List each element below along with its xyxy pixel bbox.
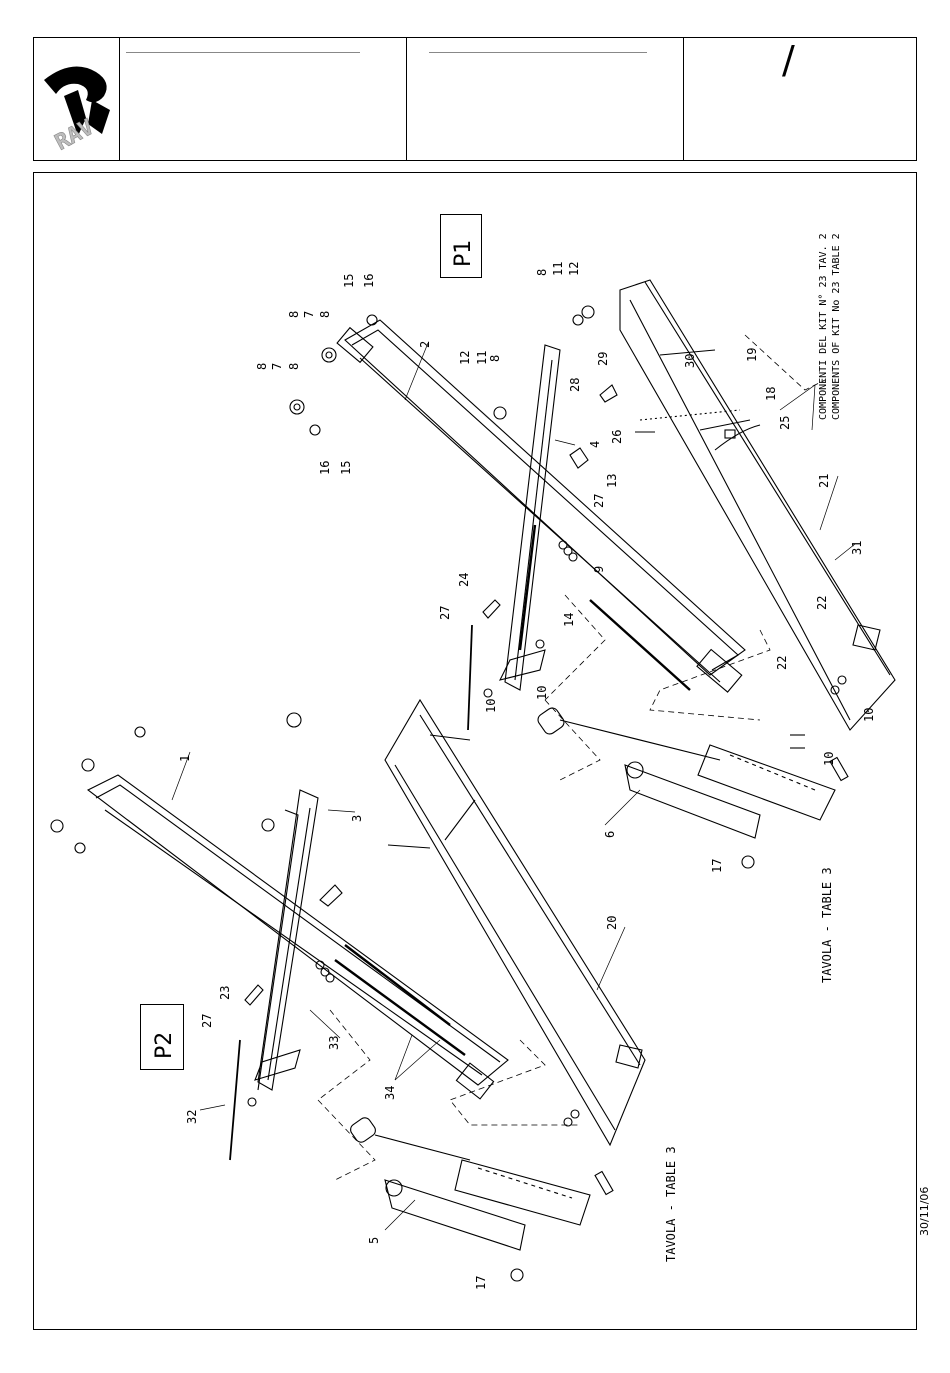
callout-33: 33 <box>327 1036 341 1050</box>
callout-7: 7 <box>270 363 284 370</box>
callout-4: 4 <box>588 441 602 448</box>
callout-14: 14 <box>562 613 576 627</box>
callout-2: 2 <box>418 341 432 348</box>
assembly-guides-p1 <box>545 335 825 780</box>
callout-12a: 12 <box>458 351 472 365</box>
callout-17b: 17 <box>474 1276 488 1290</box>
callout-8f: 8 <box>535 269 549 276</box>
callout-23: 23 <box>218 986 232 1000</box>
callout-17a: 17 <box>710 859 724 873</box>
callout-18: 18 <box>764 387 778 401</box>
callout-32: 32 <box>185 1110 199 1124</box>
callout-10b: 10 <box>535 686 549 700</box>
callout-16b: 16 <box>362 274 376 288</box>
p1-label-box: P1 <box>440 214 482 278</box>
callout-21: 21 <box>817 474 831 488</box>
callout-7b: 7 <box>302 311 316 318</box>
callout-11b: 11 <box>551 262 565 276</box>
callout-15b: 15 <box>342 274 356 288</box>
callout-19: 19 <box>745 348 759 362</box>
callout-10d: 10 <box>862 708 876 722</box>
callout-30: 30 <box>683 354 697 368</box>
callout-25: 25 <box>778 416 792 430</box>
callout-12b: 12 <box>567 262 581 276</box>
table-reference-p1: TAVOLA - TABLE 3 <box>820 867 834 983</box>
table-reference-p2: TAVOLA - TABLE 3 <box>664 1146 678 1262</box>
callout-20: 20 <box>605 916 619 930</box>
callout-26: 26 <box>610 430 624 444</box>
callout-8b: 8 <box>287 363 301 370</box>
revision-date: 30/11/06 <box>918 1187 931 1236</box>
callout-5: 5 <box>367 1237 381 1244</box>
callout-16a: 16 <box>318 461 332 475</box>
p1-label: P1 <box>451 240 476 267</box>
callout-10a: 10 <box>484 699 498 713</box>
callout-6: 6 <box>603 831 617 838</box>
p2-small-parts <box>51 713 579 1160</box>
p2-label-box: P2 <box>140 1004 184 1070</box>
callout-22a: 22 <box>775 656 789 670</box>
callout-1: 1 <box>178 755 192 762</box>
callout-3: 3 <box>350 815 364 822</box>
callout-27c: 27 <box>200 1014 214 1028</box>
callout-34: 34 <box>383 1086 397 1100</box>
callout-10c: 10 <box>822 752 836 766</box>
callout-8c: 8 <box>287 311 301 318</box>
callout-27a: 27 <box>592 494 606 508</box>
p2-label: P2 <box>152 1032 177 1059</box>
callout-8e: 8 <box>488 355 502 362</box>
callout-24: 24 <box>457 573 471 587</box>
callout-22b: 22 <box>815 596 829 610</box>
bottom-arm-4 <box>500 345 560 690</box>
callout-8a: 8 <box>255 363 269 370</box>
lift-cylinder-p2 <box>348 1115 613 1281</box>
callout-29: 29 <box>596 352 610 366</box>
callout-9: 9 <box>592 566 606 573</box>
callout-leaders <box>172 343 855 1230</box>
callout-27b: 27 <box>438 606 452 620</box>
kit-note-line-1: COMPONENTI DEL KIT N° 23 TAV. 2 <box>818 233 829 420</box>
lift-cylinder-p1 <box>536 706 848 868</box>
callout-15a: 15 <box>339 461 353 475</box>
callout-28: 28 <box>568 378 582 392</box>
callout-11a: 11 <box>475 351 489 365</box>
kit-note-line-2: COMPONENTS OF KIT No 23 TABLE 2 <box>831 233 842 420</box>
p1-small-parts <box>290 306 846 748</box>
callout-13: 13 <box>605 474 619 488</box>
callout-8d: 8 <box>318 311 332 318</box>
callout-31: 31 <box>850 541 864 555</box>
